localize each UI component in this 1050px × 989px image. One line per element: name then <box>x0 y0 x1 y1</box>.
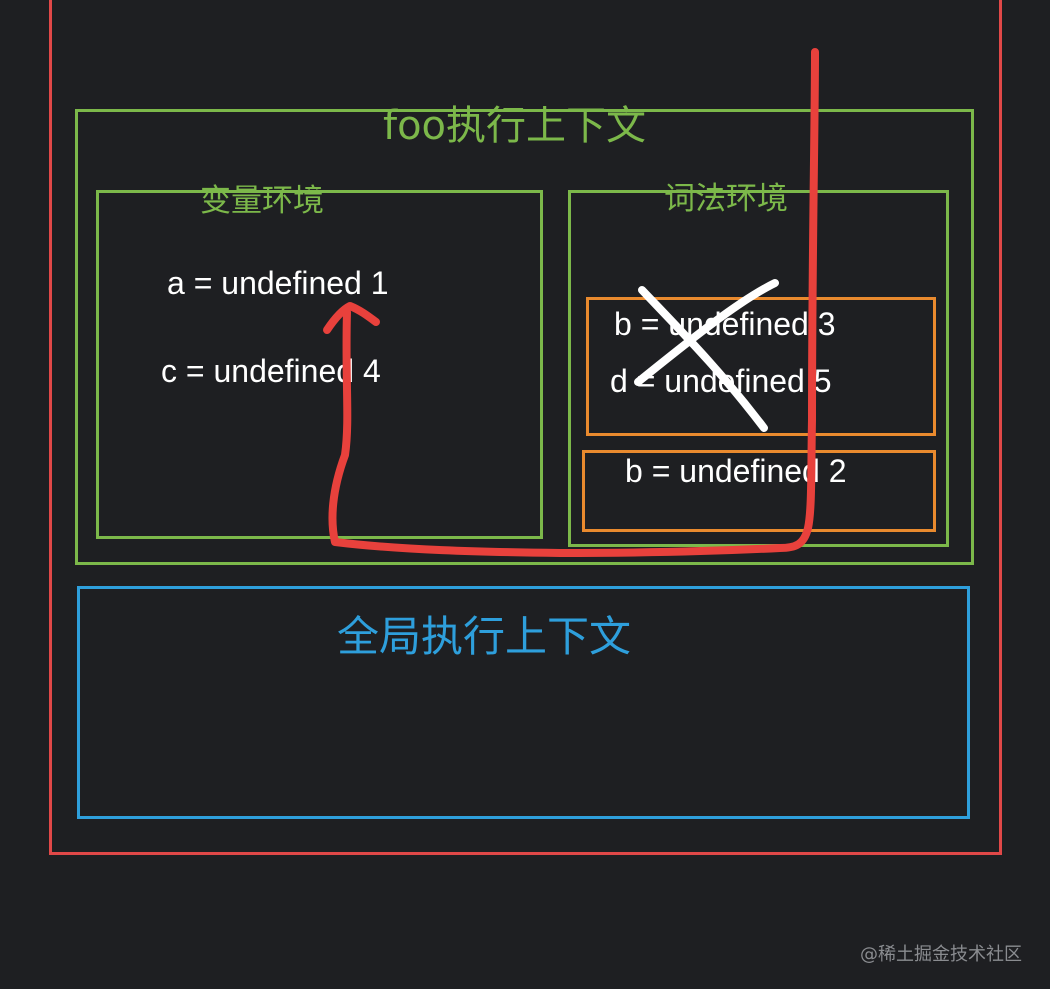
variable-entry-a: a = undefined 1 <box>167 265 389 301</box>
variable-entry-c: c = undefined 4 <box>161 353 381 389</box>
inner-block-entry-b: b = undefined 3 <box>614 306 836 342</box>
foo-execution-context-title: foo执行上下文 <box>383 103 647 149</box>
lexical-environment-title: 词法环境 <box>664 181 788 217</box>
inner-block-entry-d: d = undefined 5 <box>610 363 832 399</box>
variable-environment-title: 变量环境 <box>200 183 324 219</box>
global-execution-context-box <box>77 586 970 819</box>
call-stack-frame <box>49 0 1002 855</box>
outer-block-entry-b: b = undefined 2 <box>625 453 847 489</box>
global-execution-context-title: 全局执行上下文 <box>337 612 632 661</box>
watermark-text: @稀土掘金技术社区 <box>860 944 1022 965</box>
